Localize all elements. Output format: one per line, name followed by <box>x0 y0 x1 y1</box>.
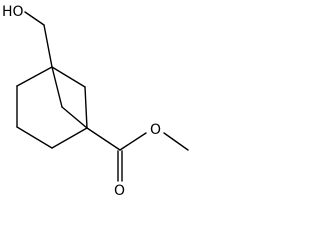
bond-bridge-upper <box>51 66 86 88</box>
bond-ester-o-methyl <box>163 132 189 151</box>
bond-bridgehead-carbonyl <box>86 127 121 151</box>
bond-bridge-upper-down <box>84 86 88 129</box>
bond-ring-4 <box>51 127 88 149</box>
structure-canvas: HO O O <box>2 4 189 198</box>
bond-carbonyl-ester-o <box>119 132 147 151</box>
bond-ring-3 <box>16 126 53 149</box>
bond-bridge-methylene-a <box>51 66 63 108</box>
bond-ch2-bridgehead <box>43 24 53 68</box>
hydroxyl-label: HO <box>2 4 24 20</box>
bond-bridge-methylene-b <box>61 106 88 129</box>
ester-oxygen-label: O <box>150 122 161 138</box>
molecule-structure: HO O O <box>2 4 189 198</box>
bond-o-ch2 <box>24 11 45 26</box>
carbonyl-oxygen-label: O <box>114 183 125 198</box>
bond-ring-1 <box>16 66 53 87</box>
